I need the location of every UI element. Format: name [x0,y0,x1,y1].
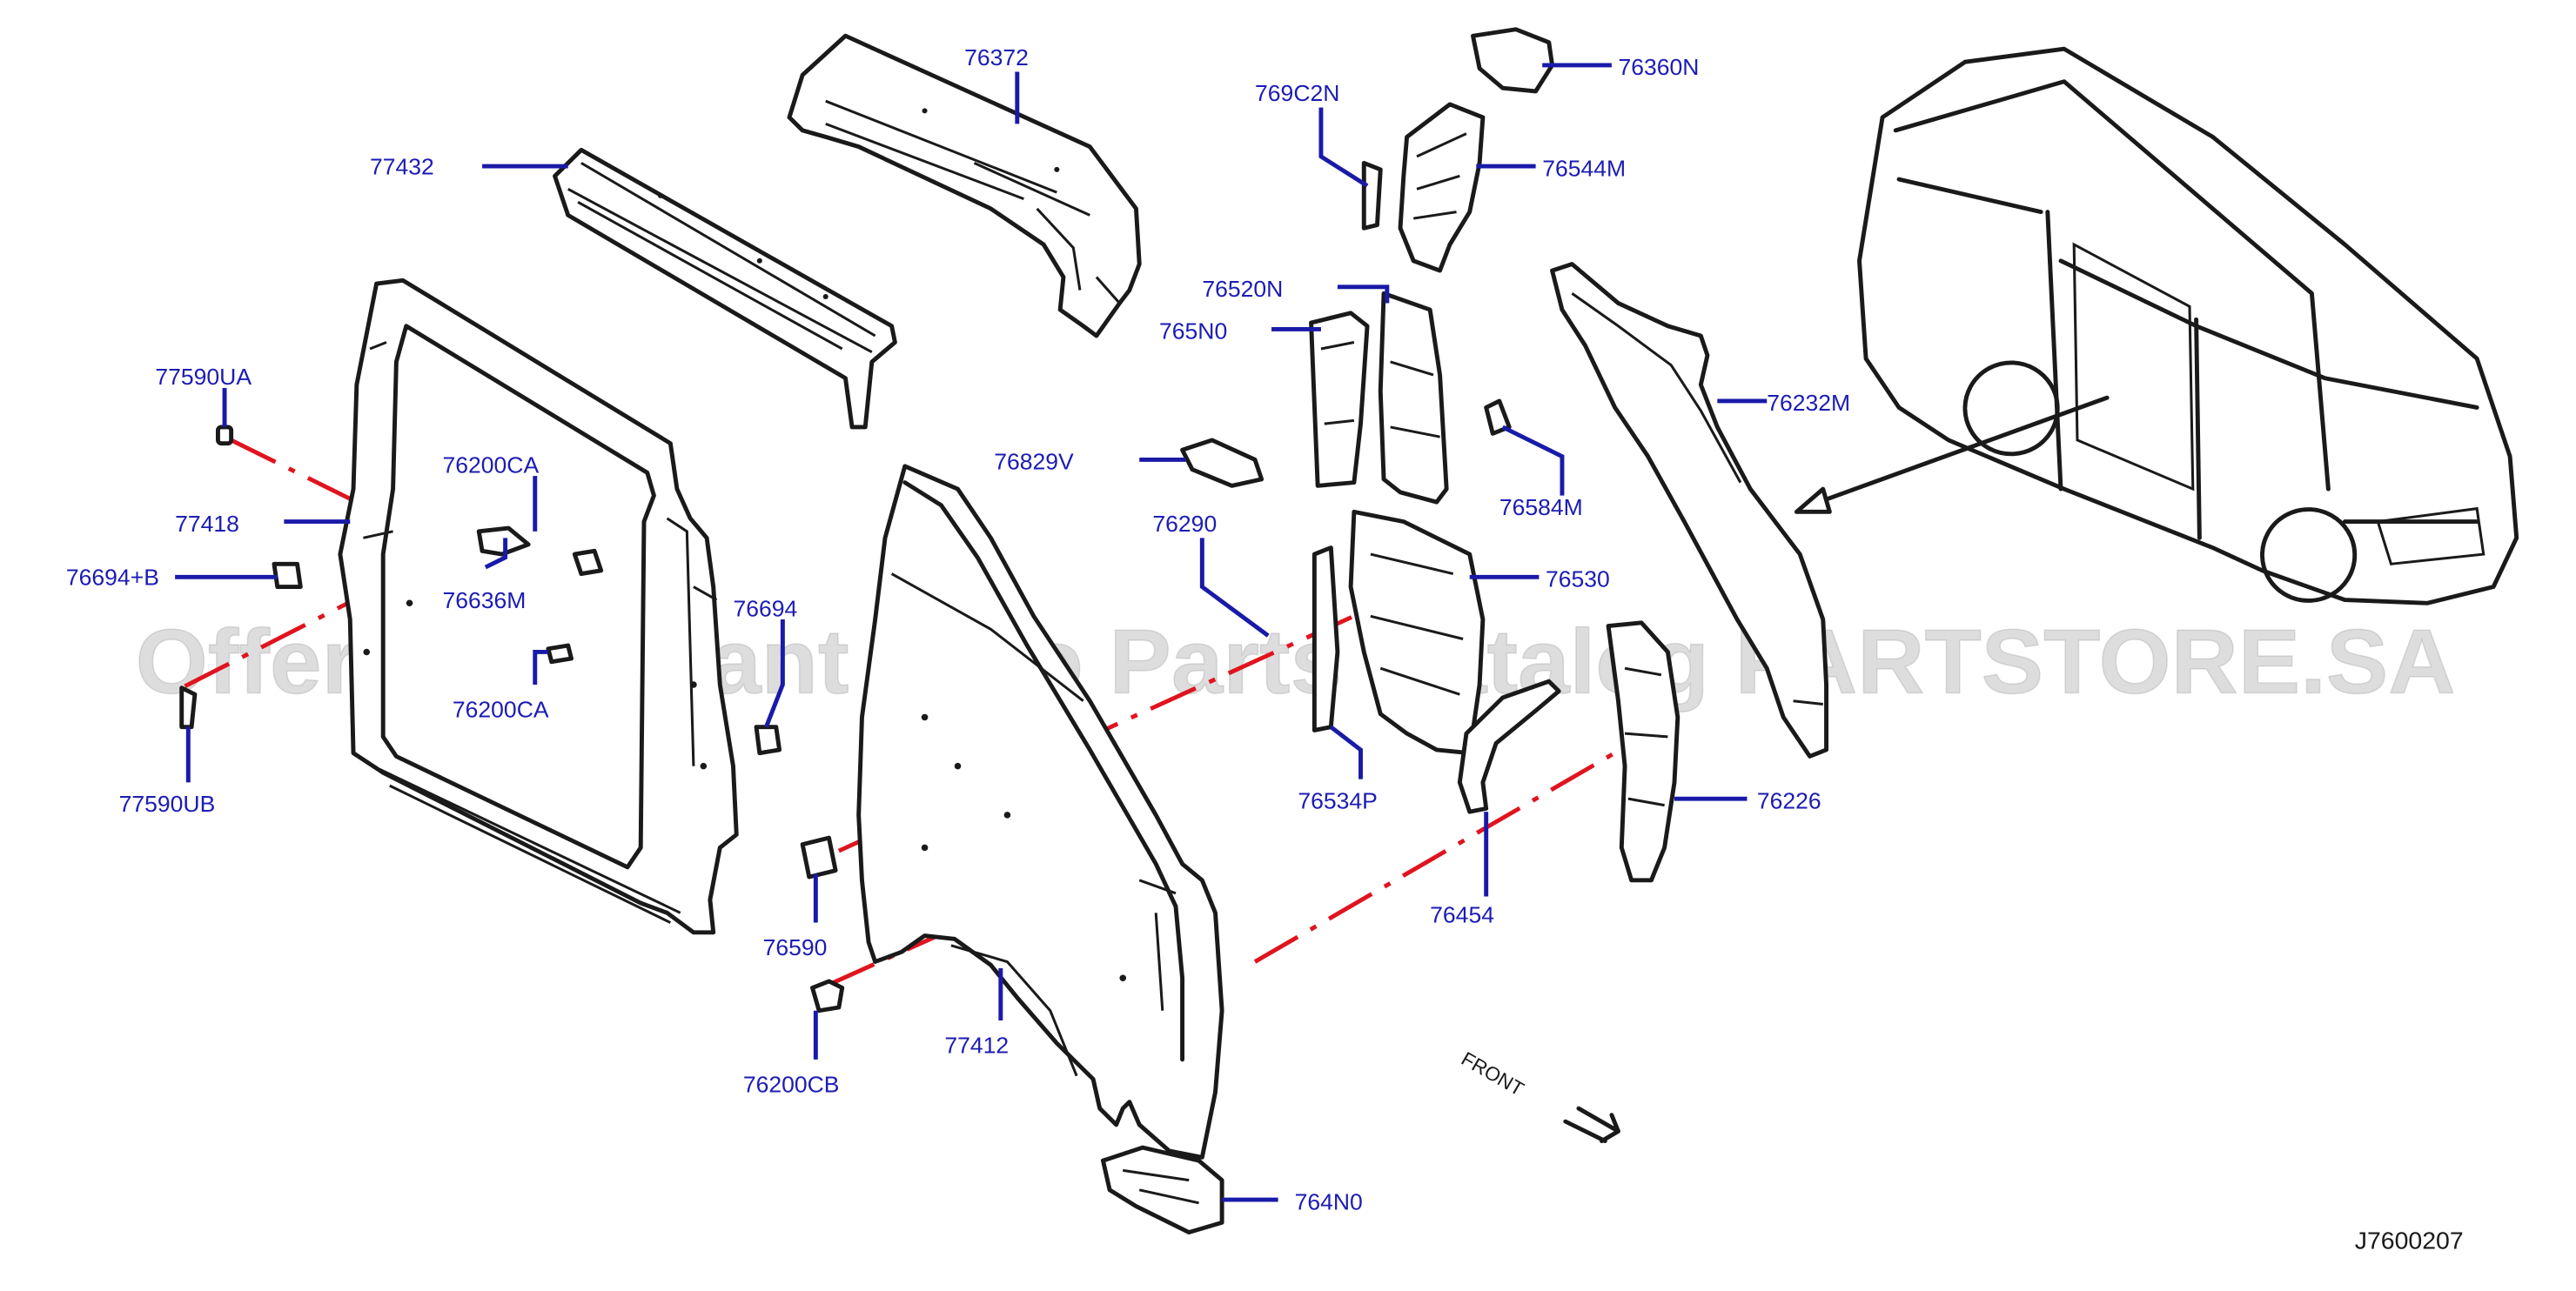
part-label-76584M[interactable]: 76584M [1499,494,1583,520]
leader-lines [175,63,1768,1202]
part-label-76200CA-a[interactable]: 76200CA [443,452,540,478]
part-77432-drawing [553,147,897,430]
part-label-76372[interactable]: 76372 [964,44,1029,70]
part-label-76232M[interactable]: 76232M [1767,390,1850,416]
part-label-76200CA-b[interactable]: 76200CA [453,697,549,723]
part-label-76694B[interactable]: 76694+B [66,565,159,591]
part-label-77432[interactable]: 77432 [370,154,434,180]
part-label-76829V[interactable]: 76829V [994,449,1074,475]
part-label-77412[interactable]: 77412 [944,1033,1009,1059]
part-labels: 76372 77432 76360N 769C2N 76544M 76520N … [66,44,1850,1214]
part-label-76200CB[interactable]: 76200CB [743,1072,840,1098]
part-label-76360N[interactable]: 76360N [1618,54,1699,80]
part-label-76590[interactable]: 76590 [763,934,828,960]
part-label-765N0[interactable]: 765N0 [1159,318,1227,344]
part-label-76636M[interactable]: 76636M [443,587,527,613]
part-label-76226[interactable]: 76226 [1757,788,1821,814]
part-77418-drawing [338,278,739,935]
part-label-76520N[interactable]: 76520N [1202,276,1283,302]
part-label-77590UB[interactable]: 77590UB [119,791,216,817]
center-parts [1180,27,1829,883]
part-label-76534P[interactable]: 76534P [1298,788,1378,814]
part-label-77590UA[interactable]: 77590UA [155,364,252,390]
part-label-764N0[interactable]: 764N0 [1295,1188,1363,1214]
part-label-76544M[interactable]: 76544M [1542,156,1626,182]
part-label-76454[interactable]: 76454 [1430,902,1494,928]
part-77412-drawing [856,464,1224,1160]
part-label-76694[interactable]: 76694 [733,595,797,621]
front-label: FRONT [1458,1047,1528,1100]
front-arrow-icon [1563,1106,1620,1144]
part-label-76290[interactable]: 76290 [1152,511,1217,537]
small-parts-fender [800,835,1224,1234]
part-label-76530[interactable]: 76530 [1546,566,1610,592]
diagram-reference-code: J7600207 [2355,1226,2464,1254]
van-illustration [1794,46,2519,605]
front-indicator: FRONT [1458,1047,1620,1144]
part-label-769C2N[interactable]: 769C2N [1255,80,1339,106]
part-76372-drawing [787,33,1142,338]
part-label-77418[interactable]: 77418 [175,511,239,537]
